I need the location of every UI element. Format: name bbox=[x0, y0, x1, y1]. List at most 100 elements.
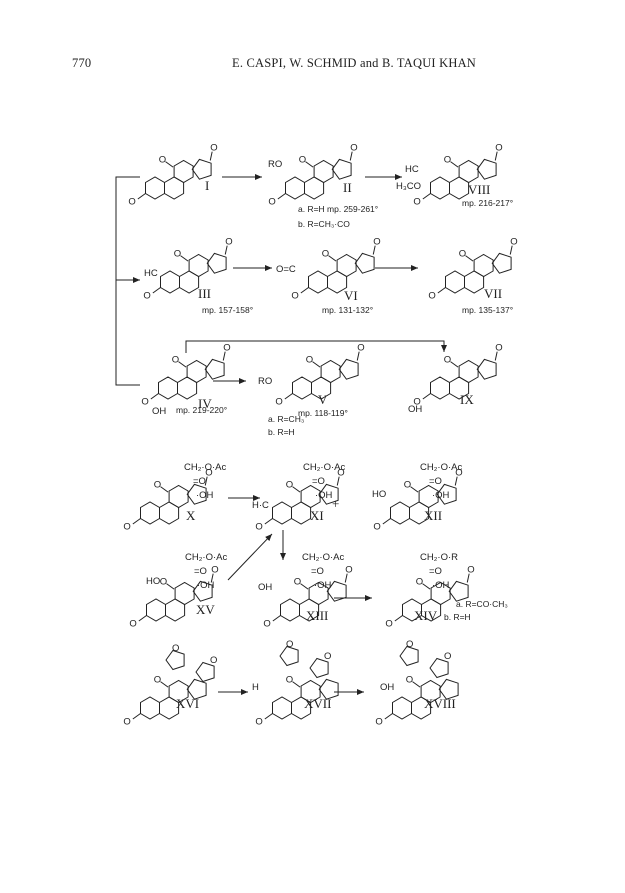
hydroxyl-xii: ·OH bbox=[432, 490, 450, 501]
ketone-o: =O bbox=[311, 566, 324, 577]
compound-label-xii: XII bbox=[424, 508, 442, 523]
structure-viii: OOO bbox=[413, 143, 502, 208]
atom-o: O bbox=[172, 643, 179, 654]
atom-o: O bbox=[143, 291, 150, 302]
note-xiv-a: a. R=CO·CH₃ bbox=[456, 599, 508, 609]
structure-xviii: OO bbox=[375, 675, 459, 728]
group-hc-viii: HC bbox=[405, 164, 419, 175]
group-ro-ii: RO bbox=[268, 159, 282, 170]
atom-o: O bbox=[211, 565, 218, 576]
group-hc-xi: H·C bbox=[252, 500, 269, 511]
mp-vii: mp. 135-137° bbox=[462, 305, 513, 315]
note-ii-a: a. R=H mp. 259-261° bbox=[298, 204, 378, 214]
group-oh-xiii: OH bbox=[258, 582, 272, 593]
structure-i: O O O bbox=[128, 143, 217, 208]
atom-o: O bbox=[286, 675, 293, 686]
structure-vii: OOO bbox=[428, 237, 517, 302]
side-chain-x: CH₂·O·Ac bbox=[184, 462, 226, 473]
atom-o: O bbox=[123, 717, 130, 728]
compound-label-xiv: XIV bbox=[414, 608, 438, 623]
atom-o: O bbox=[210, 143, 217, 154]
atom-o: O bbox=[322, 249, 329, 260]
atom-o: O bbox=[495, 343, 502, 354]
structure-v: O O O bbox=[275, 343, 364, 408]
atom-o: O bbox=[225, 237, 232, 248]
atom-o: O bbox=[123, 522, 130, 533]
mp-iii: mp. 157-158° bbox=[202, 305, 253, 315]
atom-o: O bbox=[350, 143, 357, 154]
side-chain-xiv: CH₂·O·R bbox=[420, 552, 458, 563]
bis-methylenedioxy-xvi: OO bbox=[165, 643, 217, 683]
atom-o: O bbox=[467, 565, 474, 576]
compound-label-xvi: XVI bbox=[176, 696, 199, 711]
mp-vi: mp. 131-132° bbox=[322, 305, 373, 315]
atom-o: O bbox=[306, 355, 313, 366]
structure-xvii: OO bbox=[255, 675, 339, 728]
atom-o: O bbox=[345, 565, 352, 576]
structure-iv: OOO bbox=[141, 343, 230, 408]
atom-o: O bbox=[128, 197, 135, 208]
structure-xii: OOO bbox=[373, 468, 462, 533]
compound-label-xv: XV bbox=[196, 602, 215, 617]
side-chain-xiii: CH₂·O·Ac bbox=[302, 552, 344, 563]
atom-o: O bbox=[223, 343, 230, 354]
atom-o: O bbox=[129, 619, 136, 630]
group-oh-iv: OH bbox=[152, 406, 166, 417]
mp-viii: mp. 216-217° bbox=[462, 198, 513, 208]
mp-iv: mp. 219-220° bbox=[176, 405, 227, 415]
compound-label-xiii: XIII bbox=[306, 608, 328, 623]
atom-o: O bbox=[416, 577, 423, 588]
hydroxyl-xiv: ·OH bbox=[432, 580, 450, 591]
atom-o: O bbox=[159, 155, 166, 166]
compound-label-iii: III bbox=[198, 286, 211, 301]
structure-xvi: OO bbox=[123, 675, 207, 728]
atom-o: O bbox=[291, 291, 298, 302]
atom-o: O bbox=[255, 717, 262, 728]
note-v-b: b. R=H bbox=[268, 427, 295, 437]
page-number: 770 bbox=[72, 56, 92, 70]
atom-o: O bbox=[275, 397, 282, 408]
compound-label-iv: IV bbox=[198, 396, 212, 411]
compound-label-i: I bbox=[205, 178, 209, 193]
atom-o: O bbox=[210, 655, 217, 666]
mp-v: mp. 118-119° bbox=[298, 408, 348, 418]
atom-o: O bbox=[444, 651, 451, 662]
group-oh-ix: OH bbox=[408, 404, 422, 415]
bridge-arrow bbox=[185, 340, 447, 353]
atom-o: O bbox=[413, 197, 420, 208]
atom-o: O bbox=[324, 651, 331, 662]
atom-o: O bbox=[205, 468, 212, 479]
side-chain-xii: CH₂·O·Ac bbox=[420, 462, 462, 473]
atom-o: O bbox=[154, 675, 161, 686]
structure-xiii: OOO bbox=[263, 565, 352, 630]
atom-o: O bbox=[373, 237, 380, 248]
bis-methylenedioxy-xviii: OO bbox=[399, 639, 451, 679]
atom-o: O bbox=[444, 355, 451, 366]
group-hc-iii: HC bbox=[144, 268, 158, 279]
ketone-o: =O bbox=[429, 476, 442, 487]
group-ho-xv: HO bbox=[146, 576, 160, 587]
hydroxyl-xiii: ·OH bbox=[314, 580, 332, 591]
structure-xiv: OOO bbox=[385, 565, 474, 630]
hydroxyl-xv: ·OH bbox=[197, 580, 215, 591]
group-oc-vi: O=C bbox=[276, 264, 296, 275]
branch-connector bbox=[115, 176, 140, 386]
structure-xi: OOO bbox=[255, 468, 344, 533]
reaction-arrow-diagonal bbox=[227, 533, 273, 581]
atom-o: O bbox=[357, 343, 364, 354]
atom-o: O bbox=[263, 619, 270, 630]
atom-o: O bbox=[455, 468, 462, 479]
compound-label-xviii: XVIII bbox=[424, 696, 456, 711]
group-oh-xviii: OH bbox=[380, 682, 394, 693]
ketone-o: =O bbox=[429, 566, 442, 577]
atom-o: O bbox=[413, 397, 420, 408]
atom-o: O bbox=[172, 355, 179, 366]
hydroxyl-xi: ·OH bbox=[315, 490, 333, 501]
atom-o: O bbox=[337, 468, 344, 479]
structure-xv: OOO bbox=[129, 565, 218, 630]
ketone-o: =O bbox=[194, 566, 207, 577]
atom-o: O bbox=[174, 249, 181, 260]
atom-o: O bbox=[428, 291, 435, 302]
atom-o: O bbox=[286, 480, 293, 491]
